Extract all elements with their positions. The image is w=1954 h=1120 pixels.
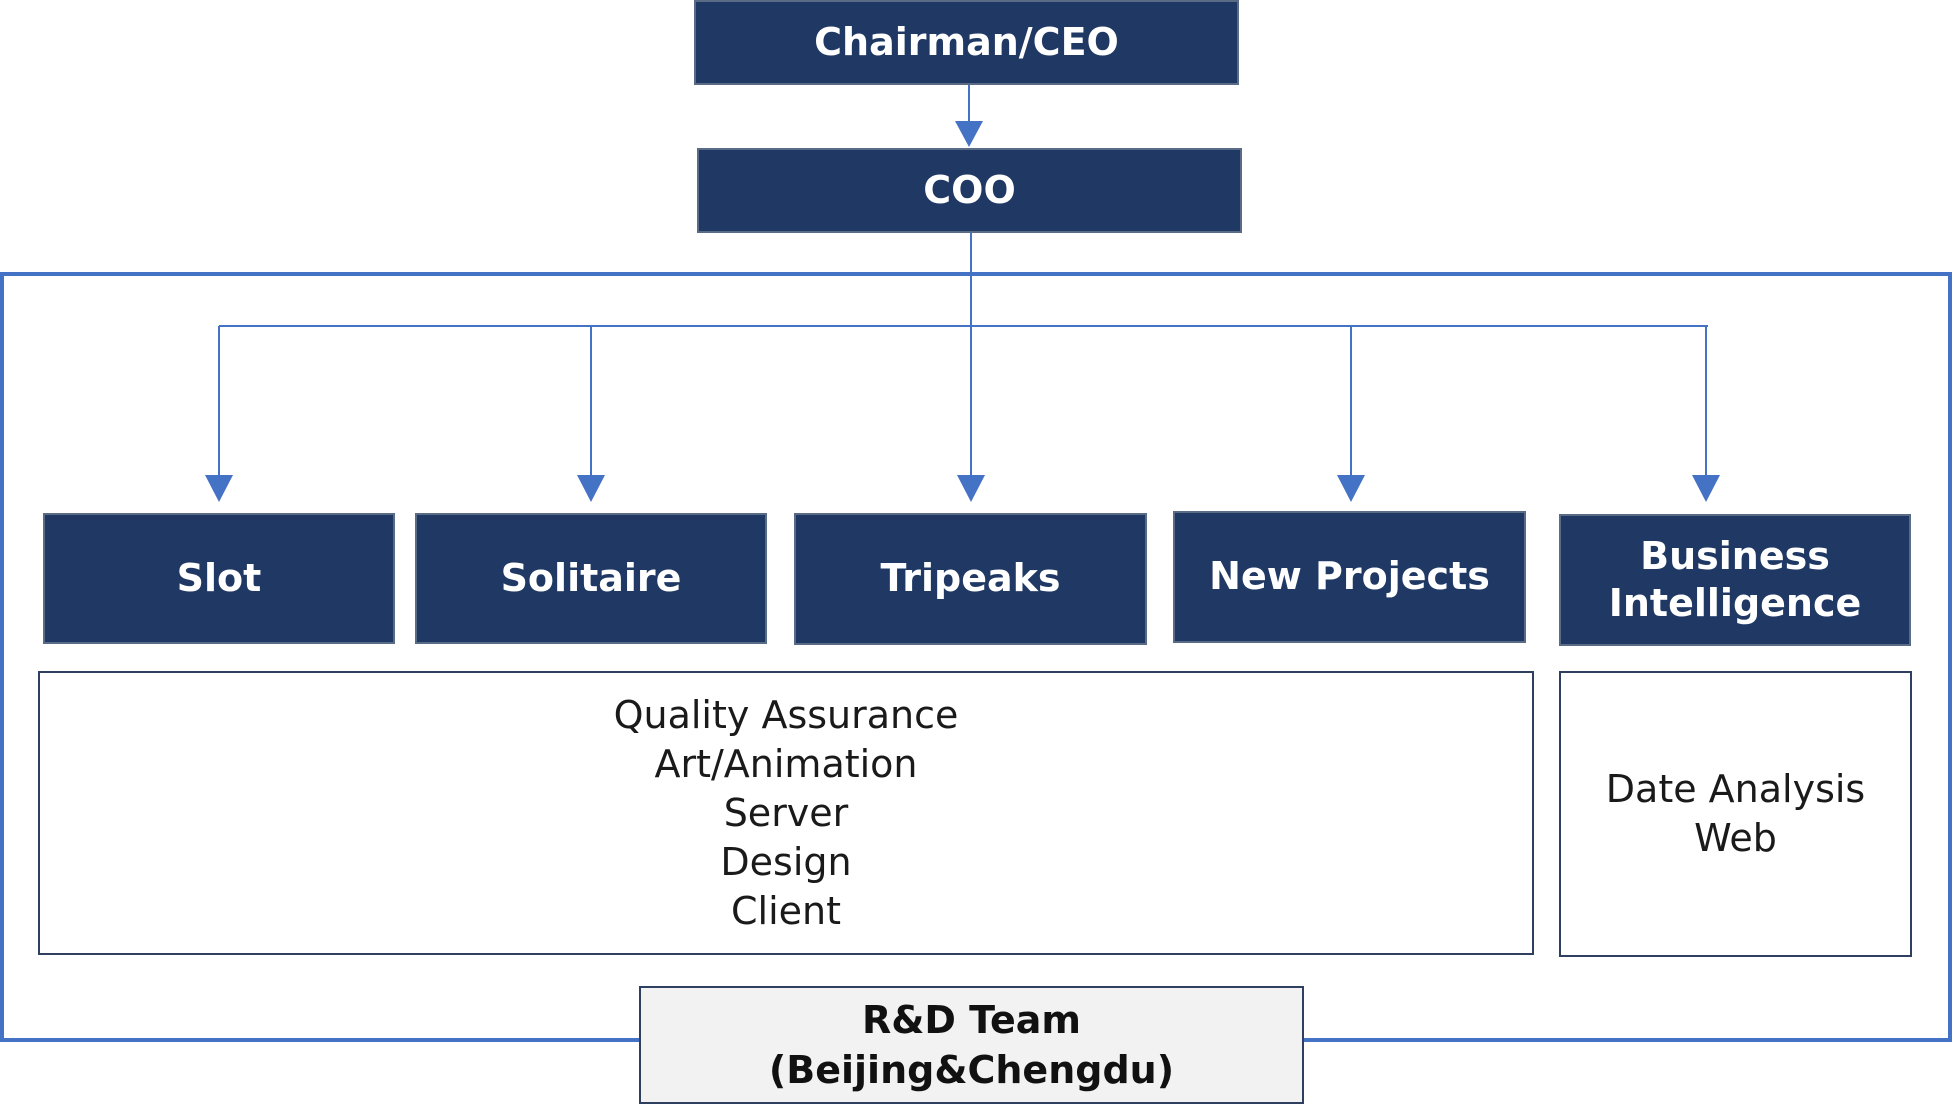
division-label-bi-line1: Business	[1640, 533, 1830, 578]
division-label-new-projects: New Projects	[1209, 554, 1490, 599]
arrowhead-new-projects	[1337, 475, 1365, 502]
bi-functions-box: Date Analysis Web	[1559, 671, 1912, 957]
function-client: Client	[730, 888, 841, 933]
ceo-label: Chairman/CEO	[814, 19, 1119, 64]
arrowhead-bi	[1692, 475, 1720, 502]
function-design: Design	[720, 839, 852, 884]
function-date-analysis: Date Analysis	[1605, 767, 1866, 811]
rd-team-location: (Beijing&Chengdu)	[768, 1048, 1175, 1092]
ceo-box: Chairman/CEO	[694, 0, 1239, 85]
function-server: Server	[723, 790, 849, 835]
coo-box: COO	[697, 148, 1242, 233]
division-new-projects: New Projects	[1173, 511, 1526, 643]
arrowhead-coo	[955, 121, 983, 147]
coo-label: COO	[923, 167, 1016, 212]
function-quality-assurance: Quality Assurance	[613, 692, 959, 737]
arrowhead-solitaire	[577, 475, 605, 502]
rd-team-name: R&D Team	[861, 998, 1082, 1042]
division-label-tripeaks: Tripeaks	[880, 556, 1061, 601]
division-business-intelligence: Business Intelligence	[1559, 514, 1911, 646]
division-label-bi-line2: Intelligence	[1608, 581, 1862, 625]
division-slot: Slot	[43, 513, 395, 644]
arrowhead-slot	[205, 475, 233, 502]
function-web: Web	[1694, 816, 1777, 860]
division-solitaire: Solitaire	[415, 513, 767, 644]
division-label-solitaire: Solitaire	[500, 555, 682, 600]
arrowhead-tripeaks	[957, 475, 985, 502]
function-art-animation: Art/Animation	[654, 741, 918, 786]
rd-team-label-box: R&D Team (Beijing&Chengdu)	[639, 986, 1304, 1104]
shared-functions-box: Quality Assurance Art/Animation Server D…	[38, 671, 1534, 955]
division-label-slot: Slot	[176, 555, 262, 600]
division-tripeaks: Tripeaks	[794, 513, 1147, 645]
